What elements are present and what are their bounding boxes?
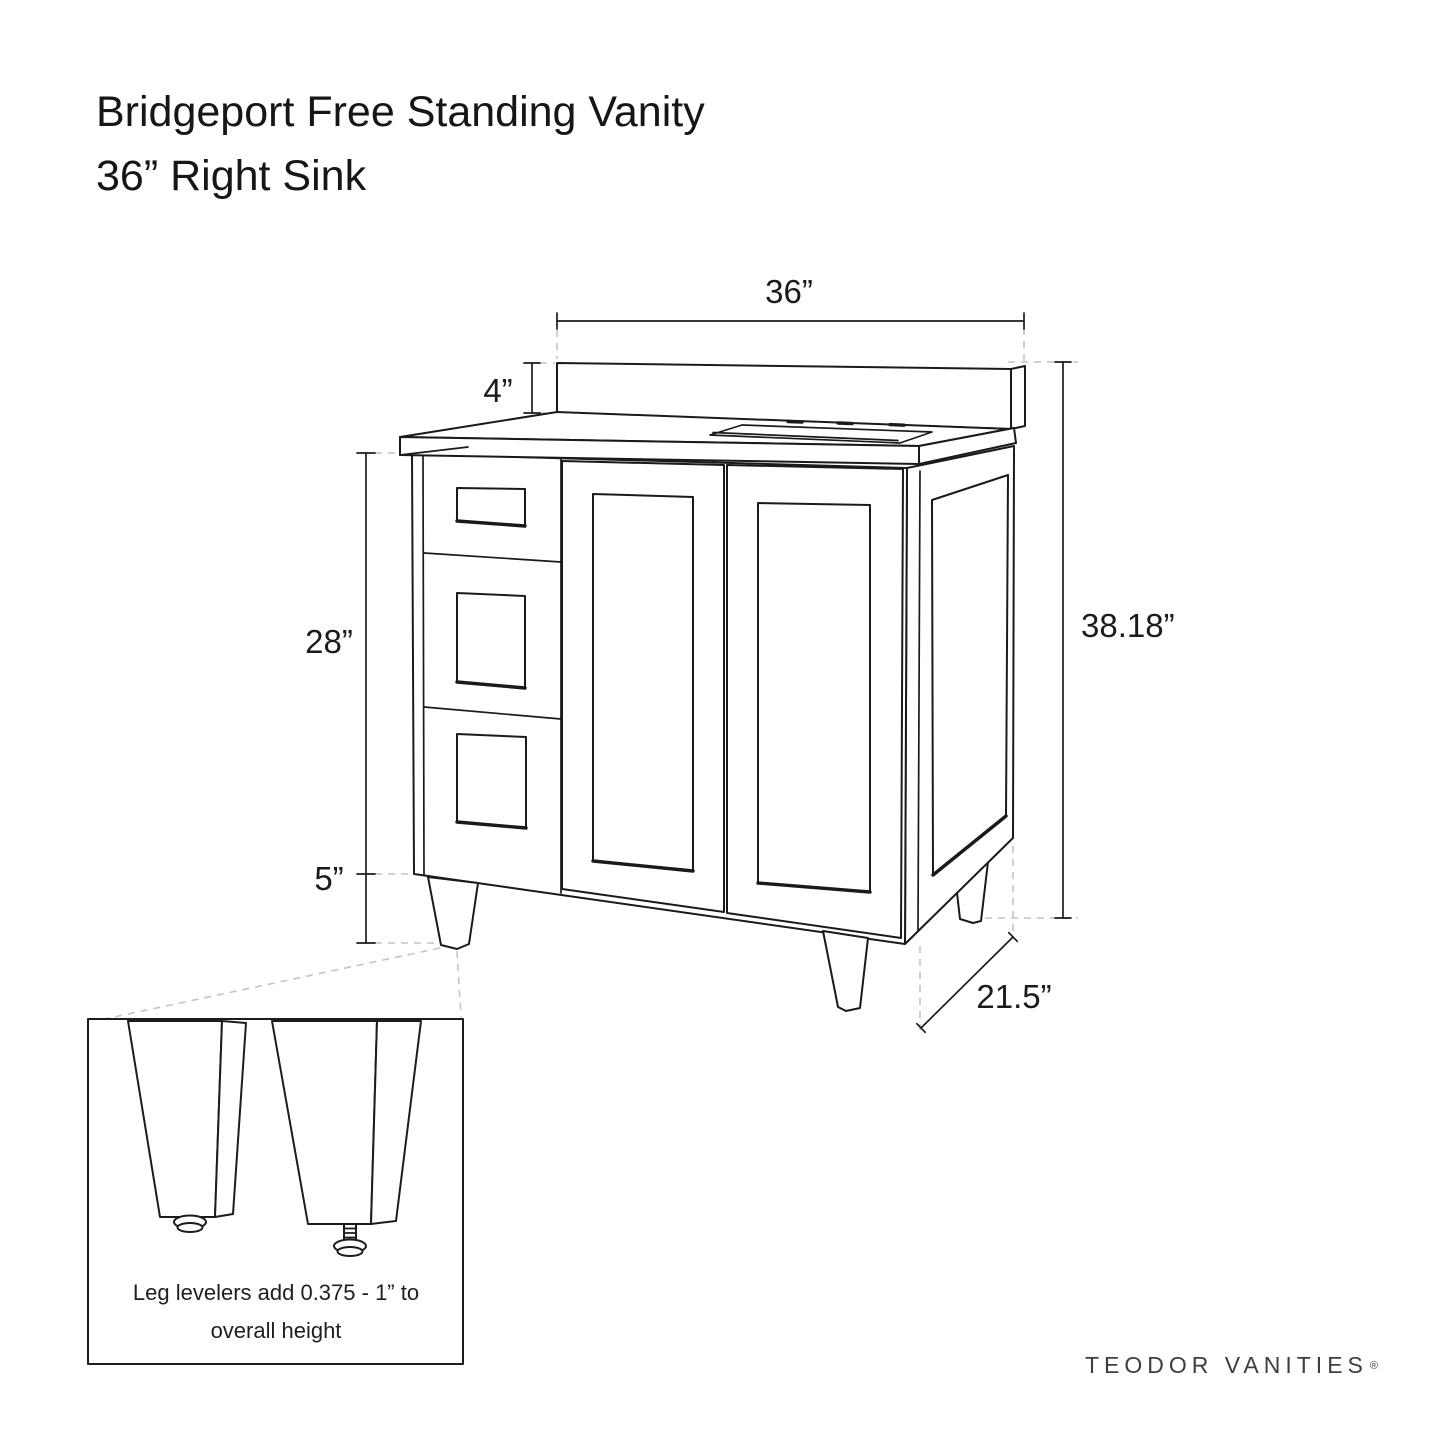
sink-cutout <box>709 424 933 444</box>
dim-backsplash-label: 4” <box>483 372 512 409</box>
registered-mark: ® <box>1369 1360 1378 1372</box>
dim-overall-height-label: 38.18” <box>1081 607 1175 644</box>
dimension-top-width <box>556 312 1025 330</box>
inset-leader-left <box>94 947 441 1022</box>
cabinet-front <box>411 453 908 945</box>
dimension-overall-height <box>1054 361 1072 919</box>
dimension-depth <box>915 931 1019 1034</box>
front-left-leg <box>427 876 479 950</box>
side-recessed-panel <box>931 474 1009 876</box>
drawer-bottom <box>455 733 528 830</box>
drawer-divider-2 <box>423 706 562 720</box>
dim-cabinet-height-label: 28” <box>305 623 353 660</box>
leg-leveler-inset: Leg levelers add 0.375 - 1” to overall h… <box>87 1018 464 1365</box>
inset-leg-right <box>271 1020 422 1257</box>
brand-name: TEODOR VANITIES <box>1085 1352 1368 1378</box>
door-right-panel <box>757 502 871 893</box>
dim-depth-label: 21.5” <box>976 978 1051 1015</box>
backsplash <box>556 362 1026 430</box>
title-line2: 36” Right Sink <box>96 152 367 200</box>
left-stile-line <box>422 455 425 876</box>
inset-note-line2: overall height <box>211 1318 342 1343</box>
front-right-leg <box>822 930 869 1012</box>
door-right <box>726 464 904 939</box>
inset-leader-right <box>456 950 462 1018</box>
dimension-cabinet-height <box>356 452 376 944</box>
dimension-lines <box>356 312 1072 1034</box>
countertop <box>399 411 1017 465</box>
door-left-panel <box>592 493 694 872</box>
inset-note-line1: Leg levelers add 0.375 - 1” to <box>133 1280 419 1305</box>
title-line1: Bridgeport Free Standing Vanity <box>96 88 705 136</box>
dim-leg-height-label: 5” <box>314 860 343 897</box>
door-left <box>561 460 725 913</box>
vanity-drawing <box>399 362 1026 1012</box>
page-title: Bridgeport Free Standing Vanity 36” Righ… <box>96 80 705 208</box>
faucet-holes <box>786 419 906 427</box>
side-panel <box>904 445 1015 945</box>
drawer-middle <box>455 592 527 690</box>
drawer-top <box>455 487 527 528</box>
inset-leg-left <box>127 1020 247 1233</box>
dimension-backsplash <box>523 362 541 414</box>
drawer-divider-1 <box>423 552 562 563</box>
dim-top-width-label: 36” <box>765 273 813 310</box>
brand-logo: TEODOR VANITIES® <box>1085 1352 1378 1379</box>
dimension-labels: 36” 4” 28” 5” 38.18” 21.5” <box>305 273 1174 1015</box>
